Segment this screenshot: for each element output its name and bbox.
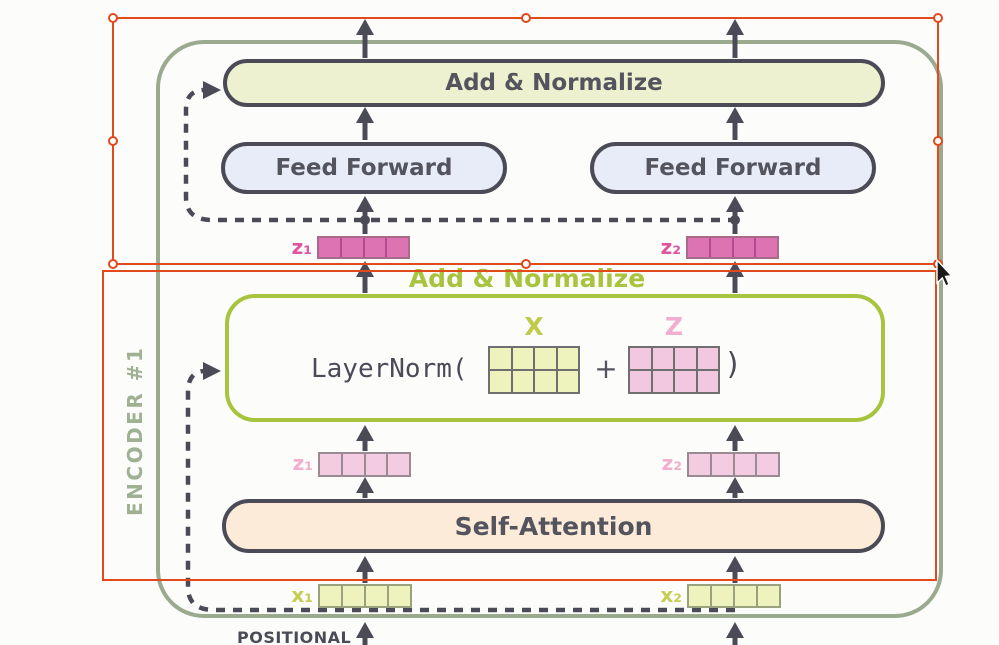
x1-label: x₁ [291,583,313,607]
x-matrix-label: X [524,312,544,341]
z2-top-label: z₂ [660,235,681,259]
positional-label: POSITIONAL [237,628,352,645]
resize-handle-top-left[interactable] [108,13,118,23]
z-matrix-label: Z [664,312,684,341]
z1-top-label: z₁ [291,235,312,259]
z1-top-vector [317,236,410,259]
x1-vector [318,584,412,608]
encoder-outline-box [156,40,943,618]
resize-handle-top-middle[interactable] [520,13,531,23]
x2-vector [687,584,781,608]
resize-handle-bottom-right[interactable] [933,259,943,269]
z2-top-vector [686,236,779,259]
x2-label: x₂ [660,583,682,607]
resize-handle-middle-left[interactable] [108,136,118,146]
resize-handle-top-right[interactable] [933,13,943,23]
resize-handle-bottom-middle[interactable] [520,259,531,269]
selection-rectangle-top[interactable] [108,13,943,269]
resize-handle-middle-right[interactable] [933,136,943,146]
selection-rectangle-bottom[interactable] [102,270,937,581]
resize-handle-bottom-left[interactable] [108,259,118,269]
